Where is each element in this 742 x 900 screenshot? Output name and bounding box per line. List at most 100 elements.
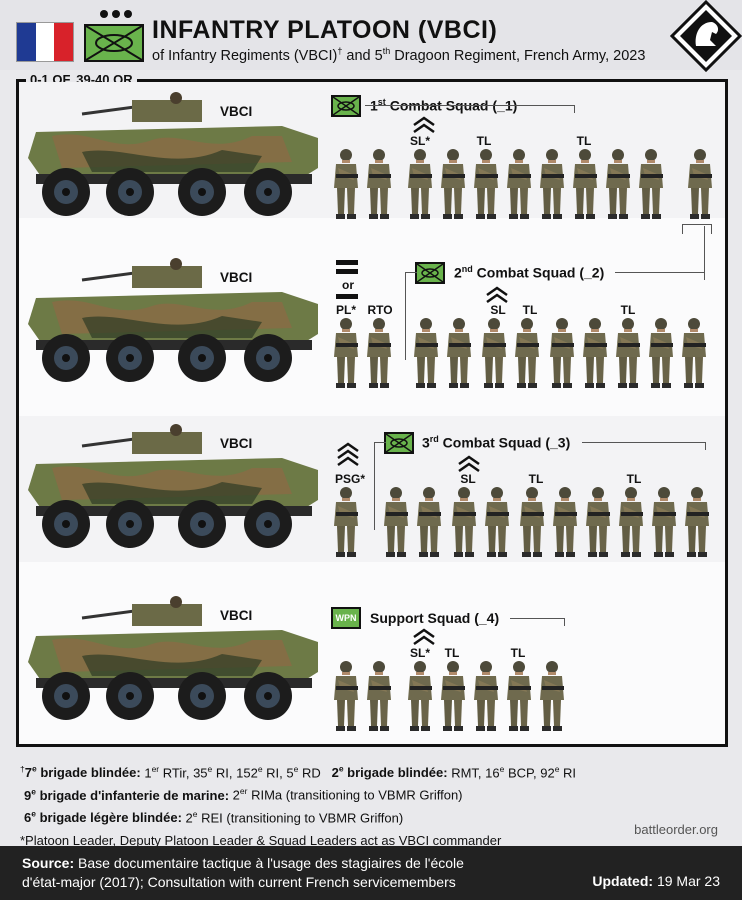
squad-4-bracket [510, 618, 565, 626]
dpl-bracket [682, 224, 712, 234]
platoon-hq-rank-bar-icon [336, 294, 358, 299]
rank-chevron-icon [337, 442, 359, 467]
mechanized-infantry-symbol-icon [84, 24, 144, 62]
footnote-line-3: 6e brigade légère blindée: 2e REI (trans… [24, 808, 404, 825]
soldier-figure-icon [408, 149, 432, 219]
squad-3-leader-label: SL [460, 472, 476, 486]
soldier-figure-icon [334, 318, 358, 388]
squad-3-title: 3rd Combat Squad (_3) [422, 434, 571, 451]
soldier-figure-icon [583, 318, 607, 388]
flag-blue-stripe [17, 23, 36, 61]
vbci-vehicle-3 [22, 424, 322, 559]
squad-2-leader-label: SL [490, 303, 506, 317]
page-title: INFANTRY PLATOON (VBCI) [152, 16, 498, 44]
squad-3-bracket-right [582, 442, 706, 450]
footnote-line-1: †7e brigade blindée: 1er RTir, 35e RI, 1… [20, 764, 577, 781]
vbci-vehicle-4 [22, 596, 322, 731]
squad-3-bracket-left [374, 442, 386, 530]
support-squad-symbol-icon: WPN [331, 607, 361, 629]
squad-4-leader-label: SL* [409, 646, 430, 660]
squad-3-team-leader-b-label: TL [626, 472, 642, 486]
soldier-figure-icon [384, 487, 408, 557]
site-credit: battleorder.org [634, 822, 718, 837]
squad-3-team-leader-a-label: TL [528, 472, 544, 486]
soldier-figure-icon [682, 318, 706, 388]
soldier-figure-icon [485, 487, 509, 557]
soldier-figure-icon [553, 487, 577, 557]
rank-chevron-icon [486, 286, 508, 304]
squad-1-bracket [365, 105, 575, 113]
updated-date: Updated: 19 Mar 23 [592, 873, 720, 889]
soldier-figure-icon [474, 149, 498, 219]
soldier-figure-icon [441, 149, 465, 219]
soldier-figure-icon [334, 149, 358, 219]
squad-1-team-leader-a-label: TL [476, 134, 492, 148]
flag-red-stripe [54, 23, 74, 61]
vbci-vehicle-label-1: VBCI [220, 104, 253, 119]
battleorder-logo-icon [670, 0, 742, 72]
soldier-figure-icon [573, 149, 597, 219]
footnotes: †7e brigade blindée: 1er RTir, 35e RI, 1… [20, 760, 576, 850]
soldier-figure-icon [452, 487, 476, 557]
source-text: Source: Base documentaire tactique à l'u… [22, 855, 464, 890]
rank-chevron-icon [413, 116, 435, 134]
soldier-figure-icon [367, 661, 391, 731]
footnote-line-4: *Platoon Leader, Deputy Platoon Leader &… [20, 832, 502, 848]
rto-role-label: RTO [367, 303, 393, 317]
squad-4-team-leader-a-label: TL [444, 646, 460, 660]
vbci-vehicle-label-2: VBCI [220, 270, 253, 285]
or-label: or [342, 278, 354, 292]
french-flag-icon [16, 22, 74, 62]
soldier-figure-icon [482, 318, 506, 388]
soldier-figure-icon [334, 661, 358, 731]
squad-1-symbol-icon [331, 95, 361, 117]
platoon-hq-rank-bars-icon [336, 260, 358, 274]
infantry-cross-icon [85, 25, 143, 61]
squad-1-team-leader-b-label: TL [576, 134, 592, 148]
soldier-figure-icon [507, 149, 531, 219]
soldier-figure-icon [408, 661, 432, 731]
squad-4-title: Support Squad (_4) [370, 610, 500, 626]
soldier-figure-icon [639, 149, 663, 219]
soldier-figure-icon [606, 149, 630, 219]
soldier-figure-icon [520, 487, 544, 557]
psg-role-label: PSG* [334, 472, 365, 486]
squad-2-symbol-icon [415, 262, 445, 284]
soldier-figure-icon [685, 487, 709, 557]
soldier-figure-icon [515, 318, 539, 388]
soldier-figure-icon [586, 487, 610, 557]
vbci-vehicle-label-3: VBCI [220, 436, 253, 451]
soldier-figure-icon [540, 661, 564, 731]
vbci-vehicle-1 [22, 92, 322, 227]
page-subtitle: of Infantry Regiments (VBCI)† and 5th Dr… [152, 46, 646, 64]
rank-chevron-icon [413, 628, 435, 646]
squad-2-team-leader-a-label: TL [522, 303, 538, 317]
header: INFANTRY PLATOON (VBCI) of Infantry Regi… [0, 0, 742, 72]
soldier-figure-icon [367, 149, 391, 219]
platoon-echelon-dots-icon [100, 10, 132, 18]
squad-2-team-leader-b-label: TL [620, 303, 636, 317]
squad-1-leader-label: SL* [409, 134, 430, 148]
soldier-figure-icon [474, 661, 498, 731]
soldier-figure-icon [414, 318, 438, 388]
soldier-figure-icon [688, 149, 712, 219]
soldier-figure-icon [441, 661, 465, 731]
vbci-vehicle-2 [22, 258, 322, 393]
dpl-link-line [685, 226, 705, 272]
soldier-figure-icon [507, 661, 531, 731]
soldier-figure-icon [550, 318, 574, 388]
rank-chevron-icon [458, 455, 480, 473]
vbci-vehicle-label-4: VBCI [220, 608, 253, 623]
soldier-figure-icon [540, 149, 564, 219]
squad-3-symbol-icon [384, 432, 414, 454]
soldier-figure-icon [334, 487, 358, 557]
soldier-figure-icon [616, 318, 640, 388]
pl-role-label: PL* [335, 303, 356, 317]
soldier-figure-icon [447, 318, 471, 388]
soldier-figure-icon [367, 318, 391, 388]
soldier-figure-icon [649, 318, 673, 388]
squad-2-bracket-left [405, 272, 417, 360]
squad-4-team-leader-b-label: TL [510, 646, 526, 660]
flag-white-stripe [35, 23, 55, 61]
squad-2-title: 2nd Combat Squad (_2) [454, 264, 605, 281]
